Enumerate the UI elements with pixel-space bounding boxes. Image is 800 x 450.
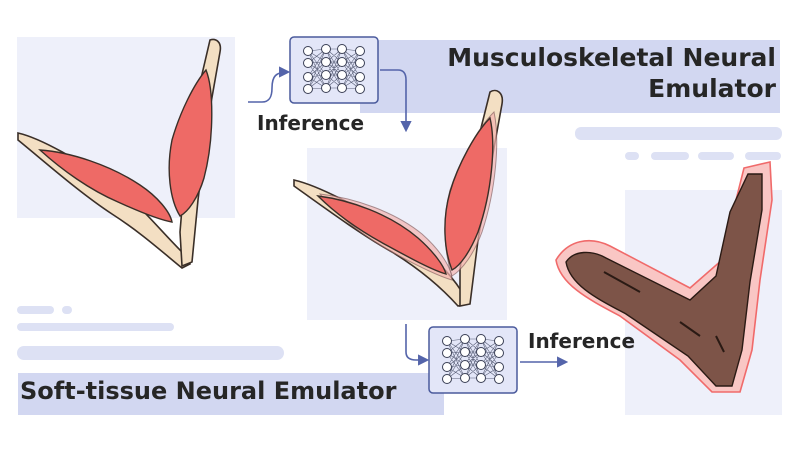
arm-input-illustration (17, 38, 222, 269)
st-title-band (18, 373, 444, 415)
inference-label-top: Inference (257, 111, 365, 135)
arrow-right-icon (248, 66, 291, 103)
arrow-down-icon (405, 324, 430, 366)
soft-tissue-emulator-title: Soft-tissue Neural Emulator (20, 377, 397, 405)
placeholder-bars (17, 127, 782, 360)
msk-title-line1: Musculoskeletal Neural (447, 43, 776, 72)
msk-title-band (360, 40, 780, 113)
msk-title-line2: Emulator (648, 74, 776, 103)
neural-network-icon (289, 36, 379, 104)
arm-soft-tissue-illustration (555, 161, 773, 393)
musculoskeletal-emulator-title: Musculoskeletal Neural Emulator (447, 42, 776, 104)
arm-musculoskeletal-illustration (293, 89, 504, 307)
neural-network-icon (428, 326, 518, 394)
inference-label-bottom: Inference (528, 329, 636, 353)
arrow-down-icon (380, 69, 412, 133)
